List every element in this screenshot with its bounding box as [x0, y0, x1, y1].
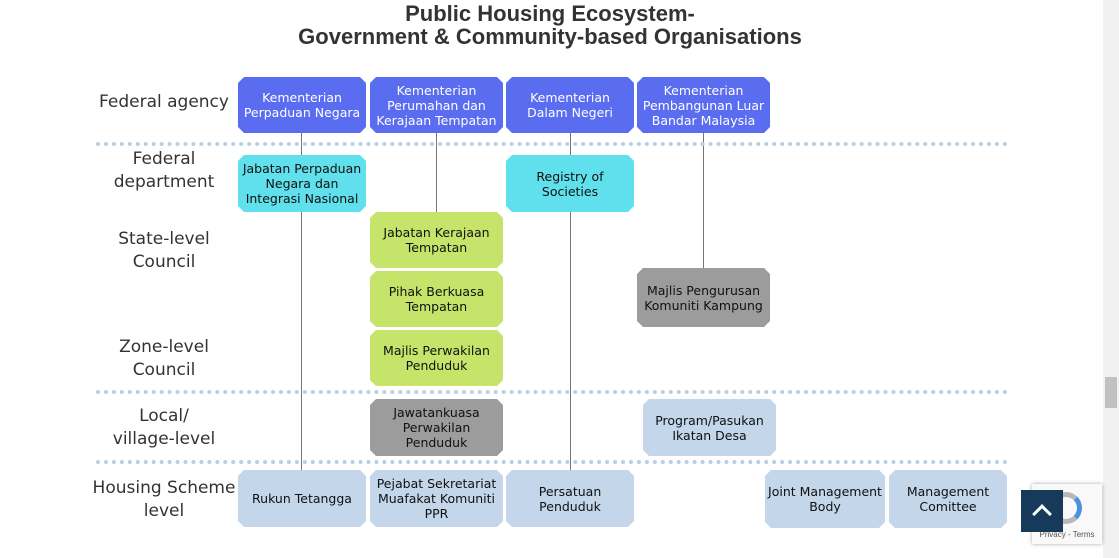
- level-label-line: Housing Scheme: [92, 478, 236, 498]
- node-pihak-berkuasa-tempatan: Pihak Berkuasa Tempatan: [370, 271, 503, 327]
- diagram-title-line1: Public Housing Ecosystem-: [405, 1, 695, 26]
- connector-line-luar-bandar: [703, 130, 704, 268]
- level-label-federal-department: Federal department: [89, 148, 239, 194]
- page-scrollbar-thumb[interactable]: [1105, 377, 1117, 408]
- node-registry-of-societies: Registry of Societies: [506, 155, 634, 212]
- level-label-state: State-level Council: [89, 228, 239, 274]
- node-jawatankuasa-perwakilan-penduduk: Jawatankuasa Perwakilan Penduduk: [370, 399, 503, 456]
- level-label-housing-scheme: Housing Scheme level: [89, 477, 239, 523]
- recaptcha-privacy-terms[interactable]: Privacy - Terms: [1039, 530, 1095, 539]
- level-label-federal-agency: Federal agency: [99, 92, 229, 112]
- node-joint-management-body: Joint Management Body: [765, 470, 885, 528]
- diagram-title-line2: Government & Community-based Organisatio…: [298, 24, 802, 49]
- level-divider: [96, 460, 1008, 464]
- node-jabatan-kerajaan-tempatan: Jabatan Kerajaan Tempatan: [370, 212, 503, 268]
- connector-line-perpaduan: [301, 130, 302, 470]
- node-rukun-tetangga: Rukun Tetangga: [238, 470, 366, 527]
- node-management-comittee: Management Comittee: [889, 470, 1007, 528]
- back-to-top-button[interactable]: [1021, 490, 1063, 532]
- level-divider: [96, 390, 1008, 394]
- node-pejabat-sekretariat-muafakat: Pejabat Sekretariat Muafakat Komuniti PP…: [370, 470, 503, 527]
- chevron-up-icon: [1032, 504, 1052, 524]
- node-majlis-pengurusan-komuniti-kampung: Majlis Pengurusan Komuniti Kampung: [637, 268, 770, 327]
- node-program-pasukan-ikatan-desa: Program/Pasukan Ikatan Desa: [643, 399, 776, 456]
- level-label-line: village-level: [112, 429, 216, 449]
- level-label-line: department: [113, 172, 215, 192]
- node-kementerian-perumahan-kerajaan-tempatan: Kementerian Perumahan dan Kerajaan Tempa…: [370, 77, 503, 133]
- node-kementerian-perpaduan-negara: Kementerian Perpaduan Negara: [238, 77, 366, 133]
- level-label-line: Council: [132, 252, 196, 272]
- page-scrollbar[interactable]: [1103, 0, 1119, 558]
- node-majlis-perwakilan-penduduk: Majlis Perwakilan Penduduk: [370, 330, 503, 386]
- node-jabatan-perpaduan-negara: Jabatan Perpaduan Negara dan Integrasi N…: [238, 155, 366, 212]
- level-label-line: Zone-level: [119, 337, 209, 357]
- connector-line-dalam-negeri: [570, 130, 571, 470]
- node-kementerian-dalam-negeri: Kementerian Dalam Negeri: [506, 77, 634, 133]
- level-label-line: Local/: [139, 406, 189, 426]
- node-persatuan-penduduk: Persatuan Penduduk: [506, 470, 634, 527]
- level-label-line: Council: [132, 360, 196, 380]
- connector-line-perumahan: [436, 130, 437, 212]
- level-label-line: level: [143, 501, 185, 521]
- node-kementerian-pembangunan-luar-bandar: Kementerian Pembangunan Luar Bandar Mala…: [637, 77, 770, 133]
- level-label-line: State-level: [118, 229, 210, 249]
- level-label-zone: Zone-level Council: [89, 336, 239, 382]
- level-label-line: Federal: [132, 149, 196, 169]
- level-divider: [96, 142, 1008, 146]
- level-label-local: Local/ village-level: [89, 405, 239, 451]
